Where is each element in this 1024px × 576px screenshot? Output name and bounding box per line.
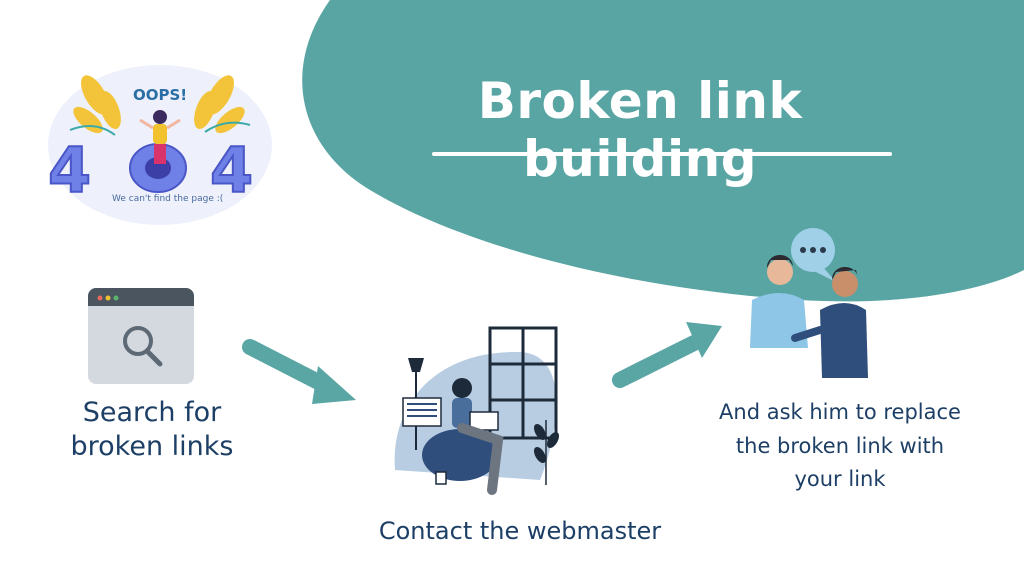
browser-search-icon [88,288,194,384]
step-ask-line1: And ask him to replace [719,400,961,424]
step-search-line1: Search for [82,397,222,428]
page-not-found-message: We can't find the page :( [112,194,224,204]
svg-text:4: 4 [210,134,253,207]
svg-text:4: 4 [48,134,91,207]
webmaster-illustration [394,326,560,495]
step-search-line2: broken links [70,430,234,462]
teal-blob [302,0,1024,302]
arrow-step1-to-step2 [242,339,356,404]
404-illustration: 4 4 [47,65,272,225]
step-search-caption: Search for broken links [52,396,252,464]
step-ask-line3: your link [794,467,886,492]
oops-label: OOPS! [133,86,188,104]
two-men-conversation-illustration [750,228,868,378]
arrow-step2-to-step3 [612,322,722,388]
step-ask-line2: the broken link with [735,433,945,458]
title-underline [432,152,892,156]
slide-title: Broken link building [477,72,803,188]
step-ask-caption: And ask him to replace the broken link w… [680,396,1000,497]
step-contact-caption: Contact the webmaster [378,517,662,545]
